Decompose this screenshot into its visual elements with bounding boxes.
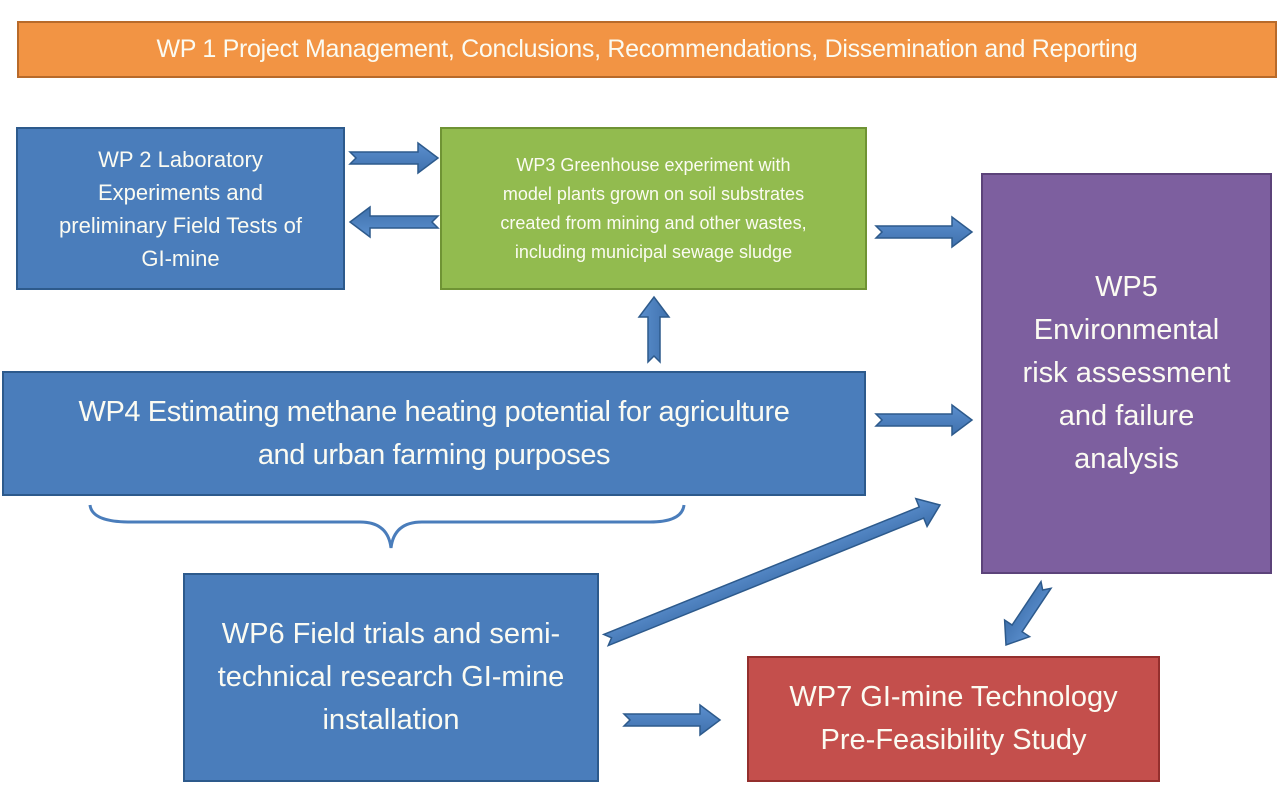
wp1-project-management-box: WP 1 Project Management, Conclusions, Re… — [17, 21, 1277, 78]
wp1-label: WP 1 Project Management, Conclusions, Re… — [156, 35, 1138, 63]
wp2-line: GI-mine — [141, 245, 220, 271]
wp2-line: WP 2 Laboratory — [98, 146, 263, 172]
wp6-line: WP6 Field trials and semi- — [221, 618, 561, 650]
arrow-wp4-to-wp3 — [637, 295, 671, 364]
wp3-line: WP3 Greenhouse experiment with — [516, 154, 791, 175]
wp5-line: and failure — [1058, 400, 1195, 432]
wp5-risk-assessment-box: WP5 Environmental risk assessment and fa… — [981, 173, 1272, 574]
grouping-brace — [88, 504, 686, 549]
wp7-pre-feasibility-box: WP7 GI-mine Technology Pre-Feasibility S… — [747, 656, 1160, 782]
arrow-wp3-to-wp2 — [348, 205, 440, 239]
wp7-line: WP7 GI-mine Technology — [789, 681, 1118, 713]
wp6-field-trials-box: WP6 Field trials and semi- technical res… — [183, 573, 599, 782]
wp6-line: technical research GI-mine — [217, 661, 565, 693]
wp7-line: Pre-Feasibility Study — [820, 724, 1087, 756]
arrow-wp5-to-wp7 — [1003, 579, 1053, 647]
wp5-line: analysis — [1074, 443, 1179, 475]
arrow-wp6-to-wp5 — [601, 497, 942, 647]
wp2-laboratory-box: WP 2 Laboratory Experiments and prelimin… — [16, 127, 345, 290]
wp4-line: and urban farming purposes — [257, 438, 611, 471]
arrow-wp3-to-wp5 — [874, 215, 974, 249]
wp3-line: including municipal sewage sludge — [514, 241, 793, 262]
arrow-wp4-to-wp5 — [874, 403, 974, 437]
wp4-line: WP4 Estimating methane heating potential… — [78, 395, 790, 428]
wp3-line: model plants grown on soil substrates — [502, 183, 805, 204]
wp2-line: preliminary Field Tests of — [59, 212, 302, 238]
arrow-wp2-to-wp3 — [348, 141, 440, 175]
wp2-line: Experiments and — [97, 179, 264, 205]
wp4-methane-heating-box: WP4 Estimating methane heating potential… — [2, 371, 866, 496]
wp5-line: WP5 — [1095, 271, 1158, 303]
wp6-line: installation — [322, 704, 460, 736]
arrow-wp6-to-wp7 — [622, 703, 722, 737]
wp3-line: created from mining and other wastes, — [500, 212, 807, 233]
wp5-line: Environmental — [1033, 314, 1220, 346]
wp5-line: risk assessment — [1022, 357, 1231, 389]
wp3-greenhouse-box: WP3 Greenhouse experiment with model pla… — [440, 127, 867, 290]
